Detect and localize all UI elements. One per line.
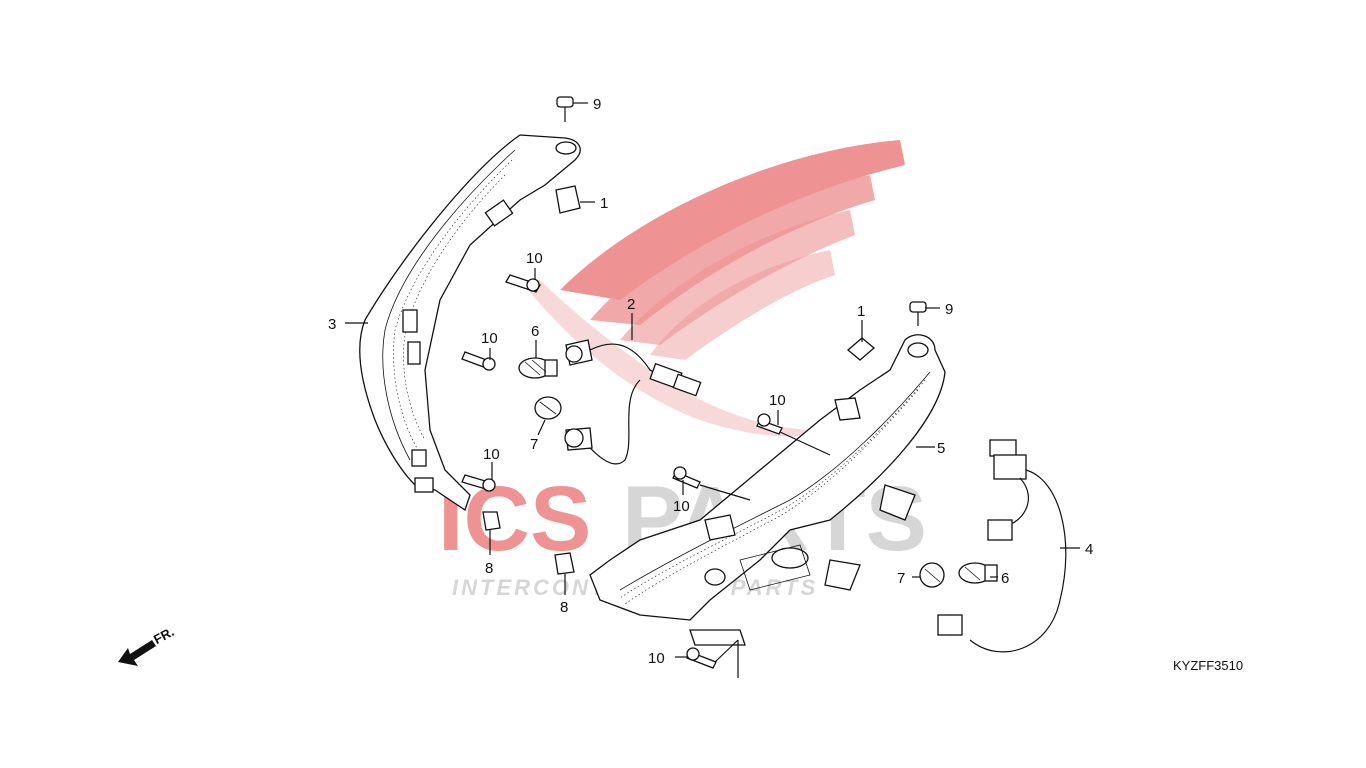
- callout-10: 10: [526, 250, 543, 267]
- part-3-left-winker: [359, 134, 581, 512]
- callout-10: 10: [769, 392, 786, 409]
- bulb-6-left: [518, 357, 558, 379]
- bulb-7-left: [534, 396, 562, 420]
- callout-6: 6: [1001, 570, 1009, 587]
- callout-10: 10: [648, 650, 665, 667]
- front-arrow-icon: [118, 640, 156, 666]
- callout-1: 1: [600, 195, 608, 212]
- bolt-9-left: [556, 96, 574, 122]
- clip-1-left: [555, 185, 581, 214]
- callout-8: 8: [560, 599, 568, 616]
- callout-3: 3: [328, 316, 336, 333]
- screws-10: [461, 274, 783, 669]
- wing-logo: [520, 140, 905, 437]
- front-label: FR.: [151, 624, 177, 647]
- bulb-6-right: [958, 562, 998, 584]
- part-4-right-socket-harness: [937, 439, 1067, 653]
- callout-7: 7: [897, 570, 905, 587]
- callout-2: 2: [627, 296, 635, 313]
- part-2-left-socket-harness: [564, 339, 702, 465]
- callout-9: 9: [593, 96, 601, 113]
- callout-9: 9: [945, 301, 953, 318]
- callout-5: 5: [937, 440, 945, 457]
- clip-8-right: [554, 552, 575, 575]
- bulb-7-right: [919, 562, 945, 588]
- bolt-9-right: [909, 301, 927, 326]
- callout-6: 6: [531, 323, 539, 340]
- callout-7: 7: [530, 436, 538, 453]
- callout-4: 4: [1085, 541, 1093, 558]
- callout-8: 8: [485, 560, 493, 577]
- part-5-right-winker: [589, 334, 946, 646]
- callout-10: 10: [483, 446, 500, 463]
- callout-labels: 9 1 10 3 10 6 2 7 10 8 8 1 9 10 5 10 4 7…: [328, 96, 1093, 667]
- callout-10: 10: [481, 330, 498, 347]
- callout-1: 1: [857, 303, 865, 320]
- diagram-code: KYZFF3510: [1173, 658, 1243, 673]
- front-direction-indicator: FR.: [118, 624, 176, 666]
- callout-10: 10: [673, 498, 690, 515]
- leader-lines: [345, 102, 1080, 678]
- clip-1-right: [846, 337, 876, 361]
- clip-8-left: [482, 511, 501, 531]
